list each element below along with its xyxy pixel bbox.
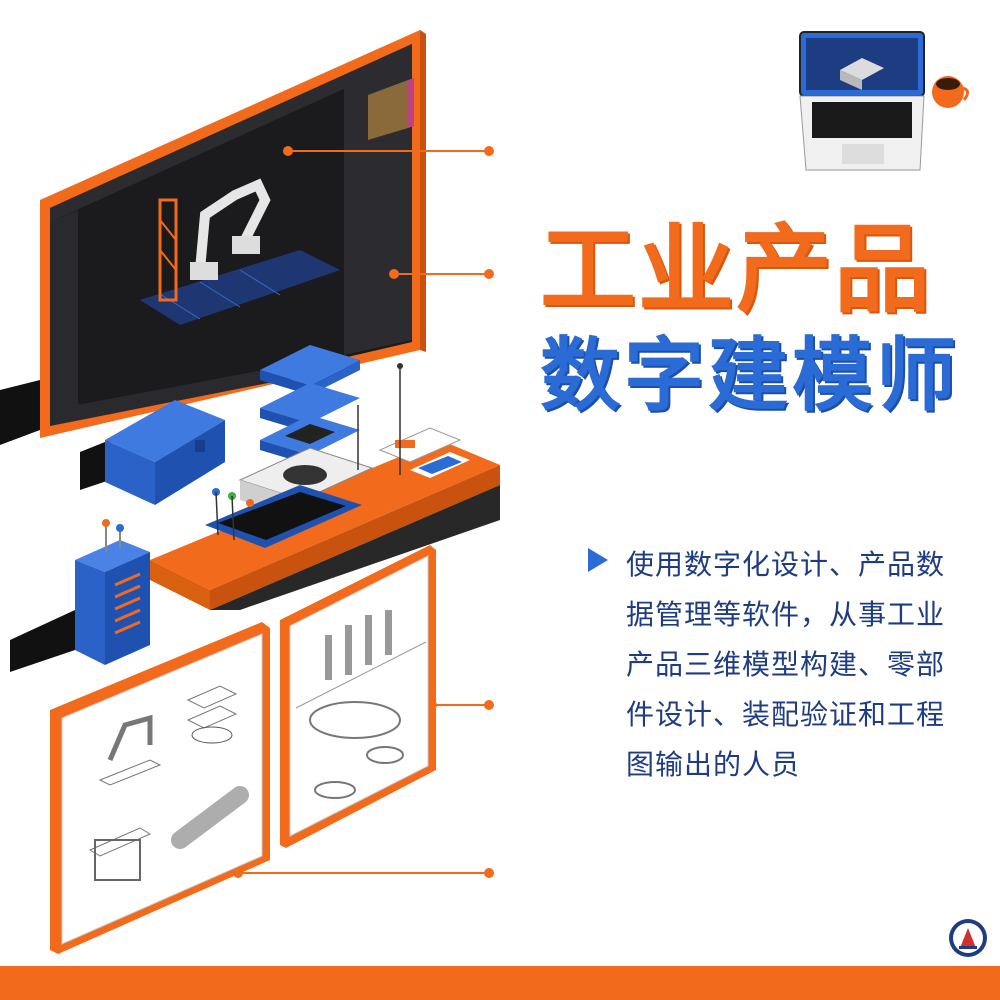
play-triangle-icon <box>588 548 608 572</box>
headline-line-1: 工业产品 <box>540 214 932 326</box>
engineering-drawing-board-right <box>280 545 436 848</box>
emblem-logo-icon <box>949 919 987 957</box>
callout-lines <box>233 146 494 878</box>
headline-line-2: 数字建模师 <box>540 329 960 422</box>
laptop-icon <box>799 31 925 171</box>
cad-monitor <box>40 30 426 438</box>
engineering-drawing-board-left <box>50 622 270 954</box>
server-cabinet <box>10 519 150 672</box>
description-block: 使用数字化设计、产品数据管理等软件，从事工业产品三维模型构建、零部件设计、装配验… <box>584 540 964 790</box>
monitor-shadow <box>0 380 40 445</box>
coffee-cup-icon <box>932 76 969 108</box>
bottom-accent-bar <box>0 966 1000 1000</box>
description-text: 使用数字化设计、产品数据管理等软件，从事工业产品三维模型构建、零部件设计、装配验… <box>626 548 946 781</box>
blue-enclosure-box <box>80 400 225 505</box>
exploded-assembly <box>205 345 403 548</box>
